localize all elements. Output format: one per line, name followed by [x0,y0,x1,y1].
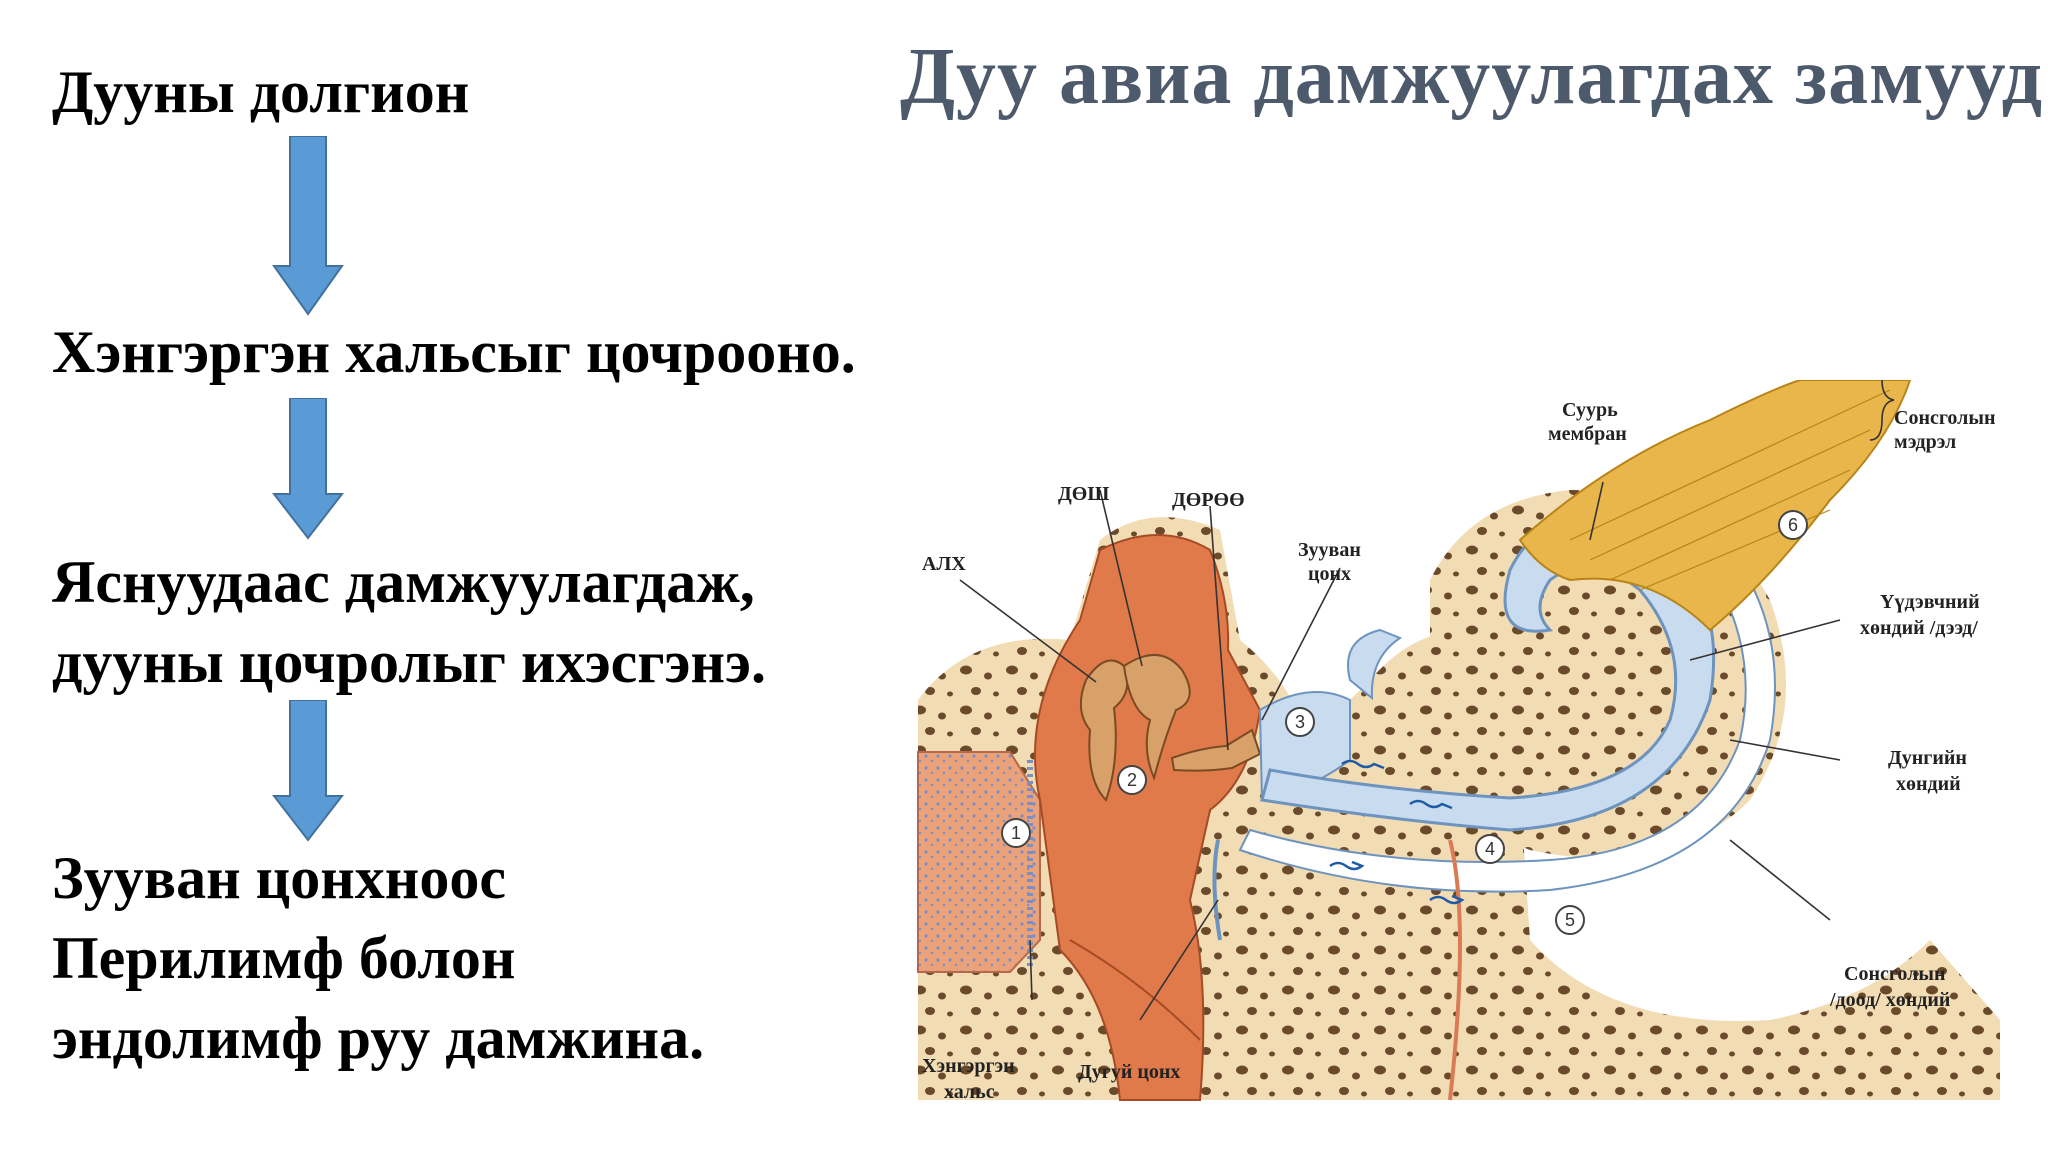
step-line: Перилимф болон [52,925,516,991]
auditory-nerve [1518,380,1912,632]
label-nerve-2: мэдрэл [1894,431,1956,453]
marker-3-text: 3 [1295,712,1305,732]
marker-1 [1001,818,1031,848]
label-vestibule-2: хөндий /дээд/ [1860,617,1978,639]
step-line: дууны цочролыг ихэсгэнэ. [52,629,766,695]
label-eardrum-1: Хэнгэргэн [922,1055,1015,1077]
step-eardrum: Хэнгэргэн хальсыг цочрооно. [52,312,856,392]
label-tympani-2: /доод/ хөндий [1829,989,1950,1011]
label-basilar-1: Суурь [1562,399,1618,421]
label-vestibule-1: Үүдэвчний [1880,591,1980,613]
step-line: Зууван цонхноос [52,845,506,911]
semicircular-canal [1347,628,1403,701]
label-round-window: Дугуй цонх [1078,1061,1180,1083]
cochlea-spiral [1260,515,1716,832]
label-oval-window-1: Зууван [1298,539,1361,561]
step-line: Яснуудаас дамжуулагдаж, [52,549,755,615]
marker-6 [1778,510,1808,540]
label-cochlear-duct-1: Дунгийн [1888,747,1967,769]
step-line: эндолимф руу дамжина. [52,1005,705,1071]
round-window [1212,839,1222,941]
label-nerve-1: Сонсголын [1894,407,1996,429]
step-ossicles: Яснуудаас дамжуулагдаж, дууны цочролыг и… [52,542,766,702]
ear-diagram: 1 2 3 4 5 6 АЛХ ДӨШ ДӨРӨӨ Зууван цонх Су… [917,380,2000,1103]
marker-4-text: 4 [1485,839,1495,859]
label-cochlear-duct-2: хөндий [1896,773,1961,795]
label-tympani-1: Сонсголын [1844,963,1946,985]
marker-3 [1285,707,1315,737]
ear-canal [917,751,1041,973]
marker-5 [1555,905,1585,935]
step-oval-window: Зууван цонхноос Перилимф болон эндолимф … [52,838,704,1078]
down-arrow-icon [272,136,344,316]
label-eardrum-2: хальс [944,1081,995,1103]
anvil-bone [1122,653,1191,782]
label-hammer: АЛХ [922,553,966,575]
down-arrow-icon [272,700,344,842]
marker-1-text: 1 [1011,823,1021,843]
down-arrow-icon [272,398,344,540]
marker-2 [1117,765,1147,795]
marker-4 [1475,834,1505,864]
marker-2-text: 2 [1127,770,1137,790]
step-line: Хэнгэргэн хальсыг цочрооно. [52,319,856,385]
step-line: Дууны долгион [52,59,470,125]
marker-6-text: 6 [1788,515,1798,535]
marker-5-text: 5 [1565,910,1575,930]
label-oval-window-2: цонх [1308,563,1351,585]
label-basilar-2: мембран [1548,423,1627,445]
slide-title: Дуу авиа дамжуулагдах замууд [900,33,2044,121]
step-sound-wave: Дууны долгион [52,52,469,132]
label-stirrup: ДӨРӨӨ [1172,489,1245,511]
label-anvil: ДӨШ [1058,483,1109,505]
